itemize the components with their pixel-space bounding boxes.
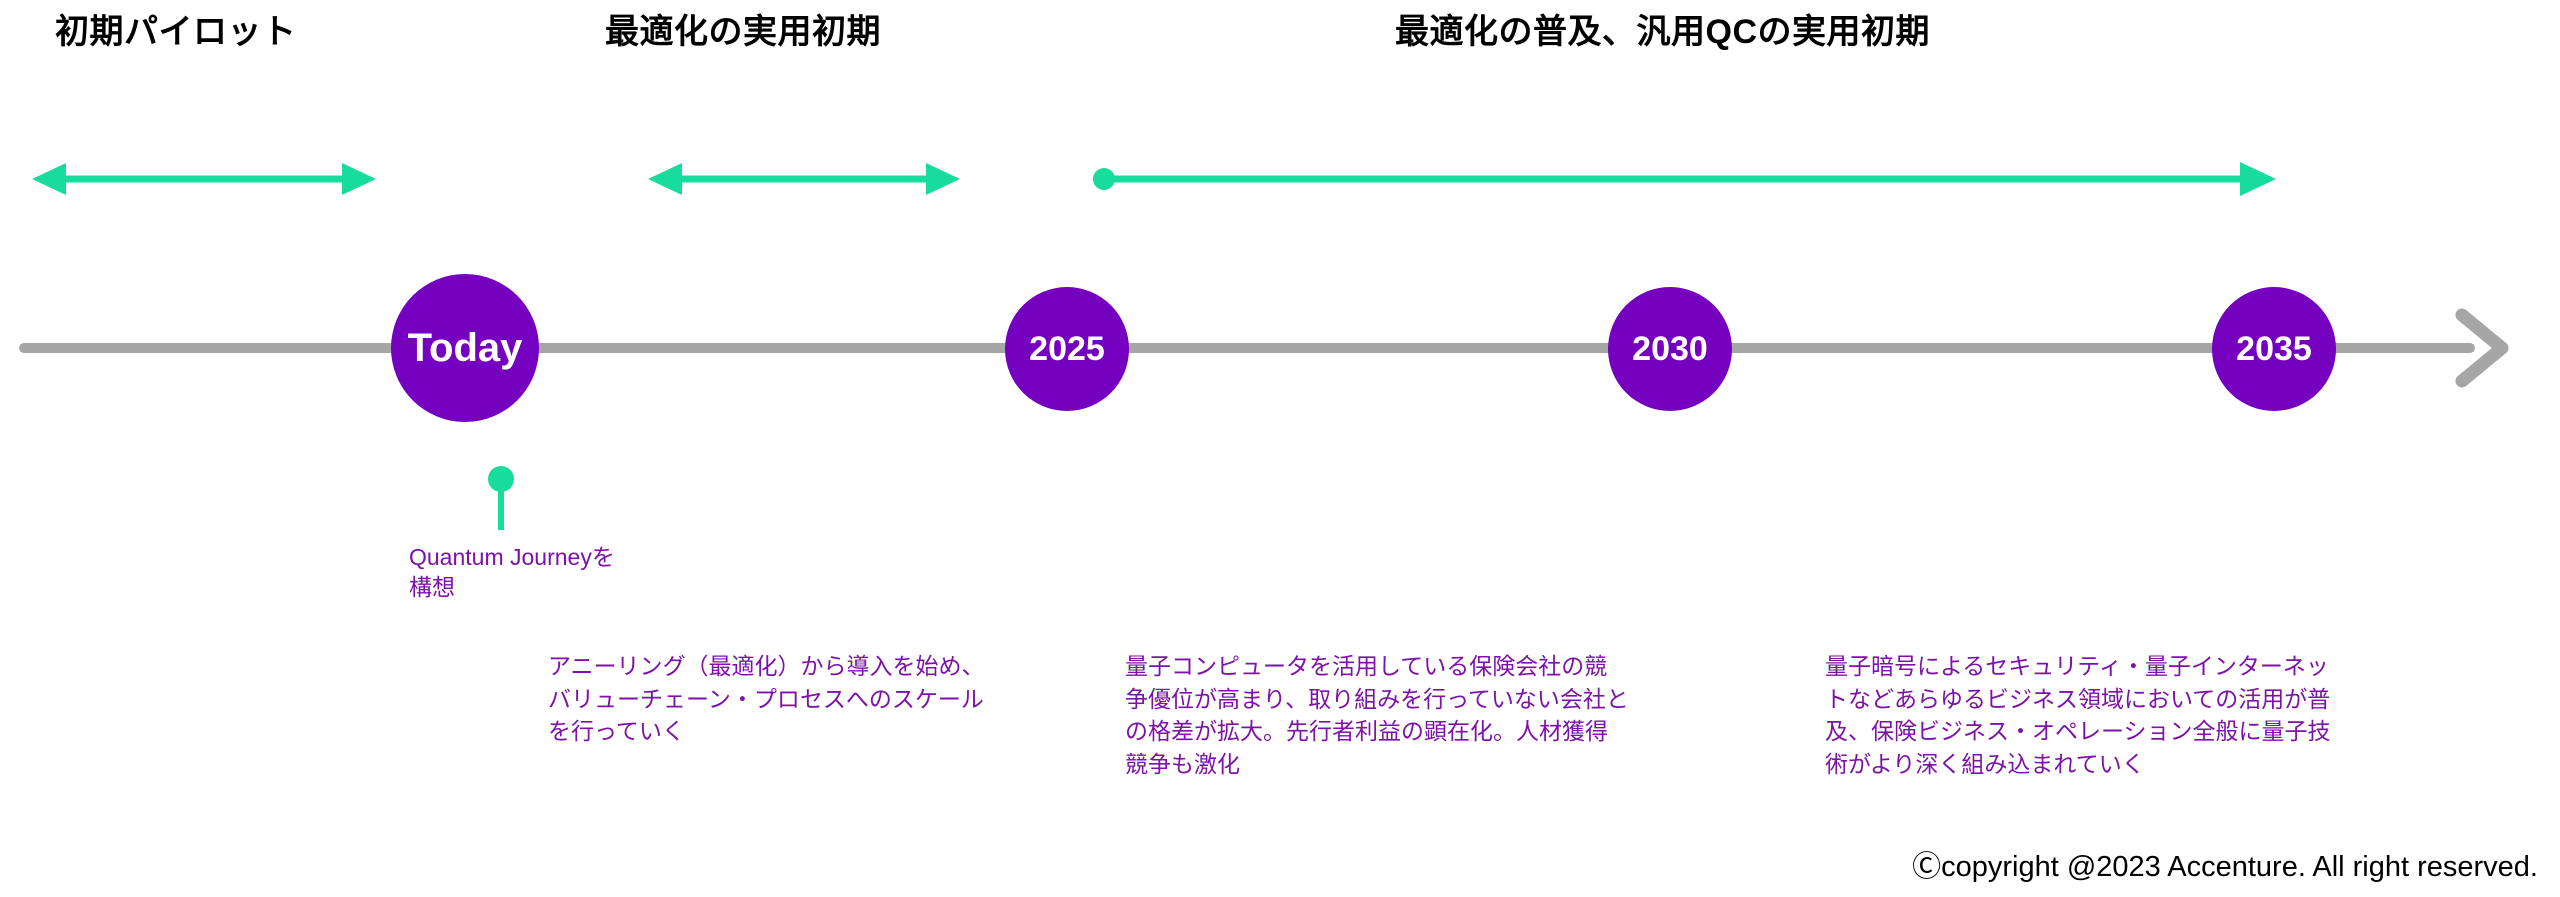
timeline-axis-arrowhead [2455, 308, 2509, 388]
timeline-node-2030[interactable]: 2030 [1608, 287, 1732, 411]
today-pin-label-line2: 構想 [409, 574, 455, 601]
timeline-node-label: 2035 [2236, 329, 2312, 368]
range-arrow-3 [1093, 162, 2276, 196]
phase-note-2025: 量子コンピュータを活用している保険会社の競争優位が高まり、取り組みを行っていない… [1125, 653, 1629, 777]
today-pin-label: Quantum Journeyを 構想 [409, 542, 749, 603]
phase-heading-early-pilot: 初期パイロット [55, 13, 297, 51]
timeline-node-label: 2030 [1632, 329, 1708, 368]
timeline-node-label: 2025 [1029, 329, 1105, 368]
pin-dot-icon [488, 466, 514, 492]
timeline-node-2025[interactable]: 2025 [1005, 287, 1129, 411]
range-arrow-1 [32, 163, 376, 195]
timeline-node-2035[interactable]: 2035 [2212, 287, 2336, 411]
phase-note-2035: 量子暗号によるセキュリティ・量子インターネットなどあらゆるビジネス領域においての… [1825, 653, 2331, 777]
copyright-notice: Ⓒcopyright @2023 Accenture. All right re… [1912, 851, 2538, 883]
today-pin-label-line1: Quantum Journeyを [409, 544, 615, 570]
timeline-node-today[interactable]: Today [391, 274, 539, 422]
timeline-node-label: Today [407, 325, 523, 370]
phase-heading-optimization-widespread: 最適化の普及、汎用QCの実用初期 [1395, 13, 1930, 51]
phase-heading-optimization-early-practical: 最適化の実用初期 [605, 13, 881, 51]
range-arrow-2 [648, 163, 960, 195]
phase-note-today: アニーリング（最適化）から導入を始め、バリューチェーン・プロセスへのスケールを行… [548, 653, 985, 745]
